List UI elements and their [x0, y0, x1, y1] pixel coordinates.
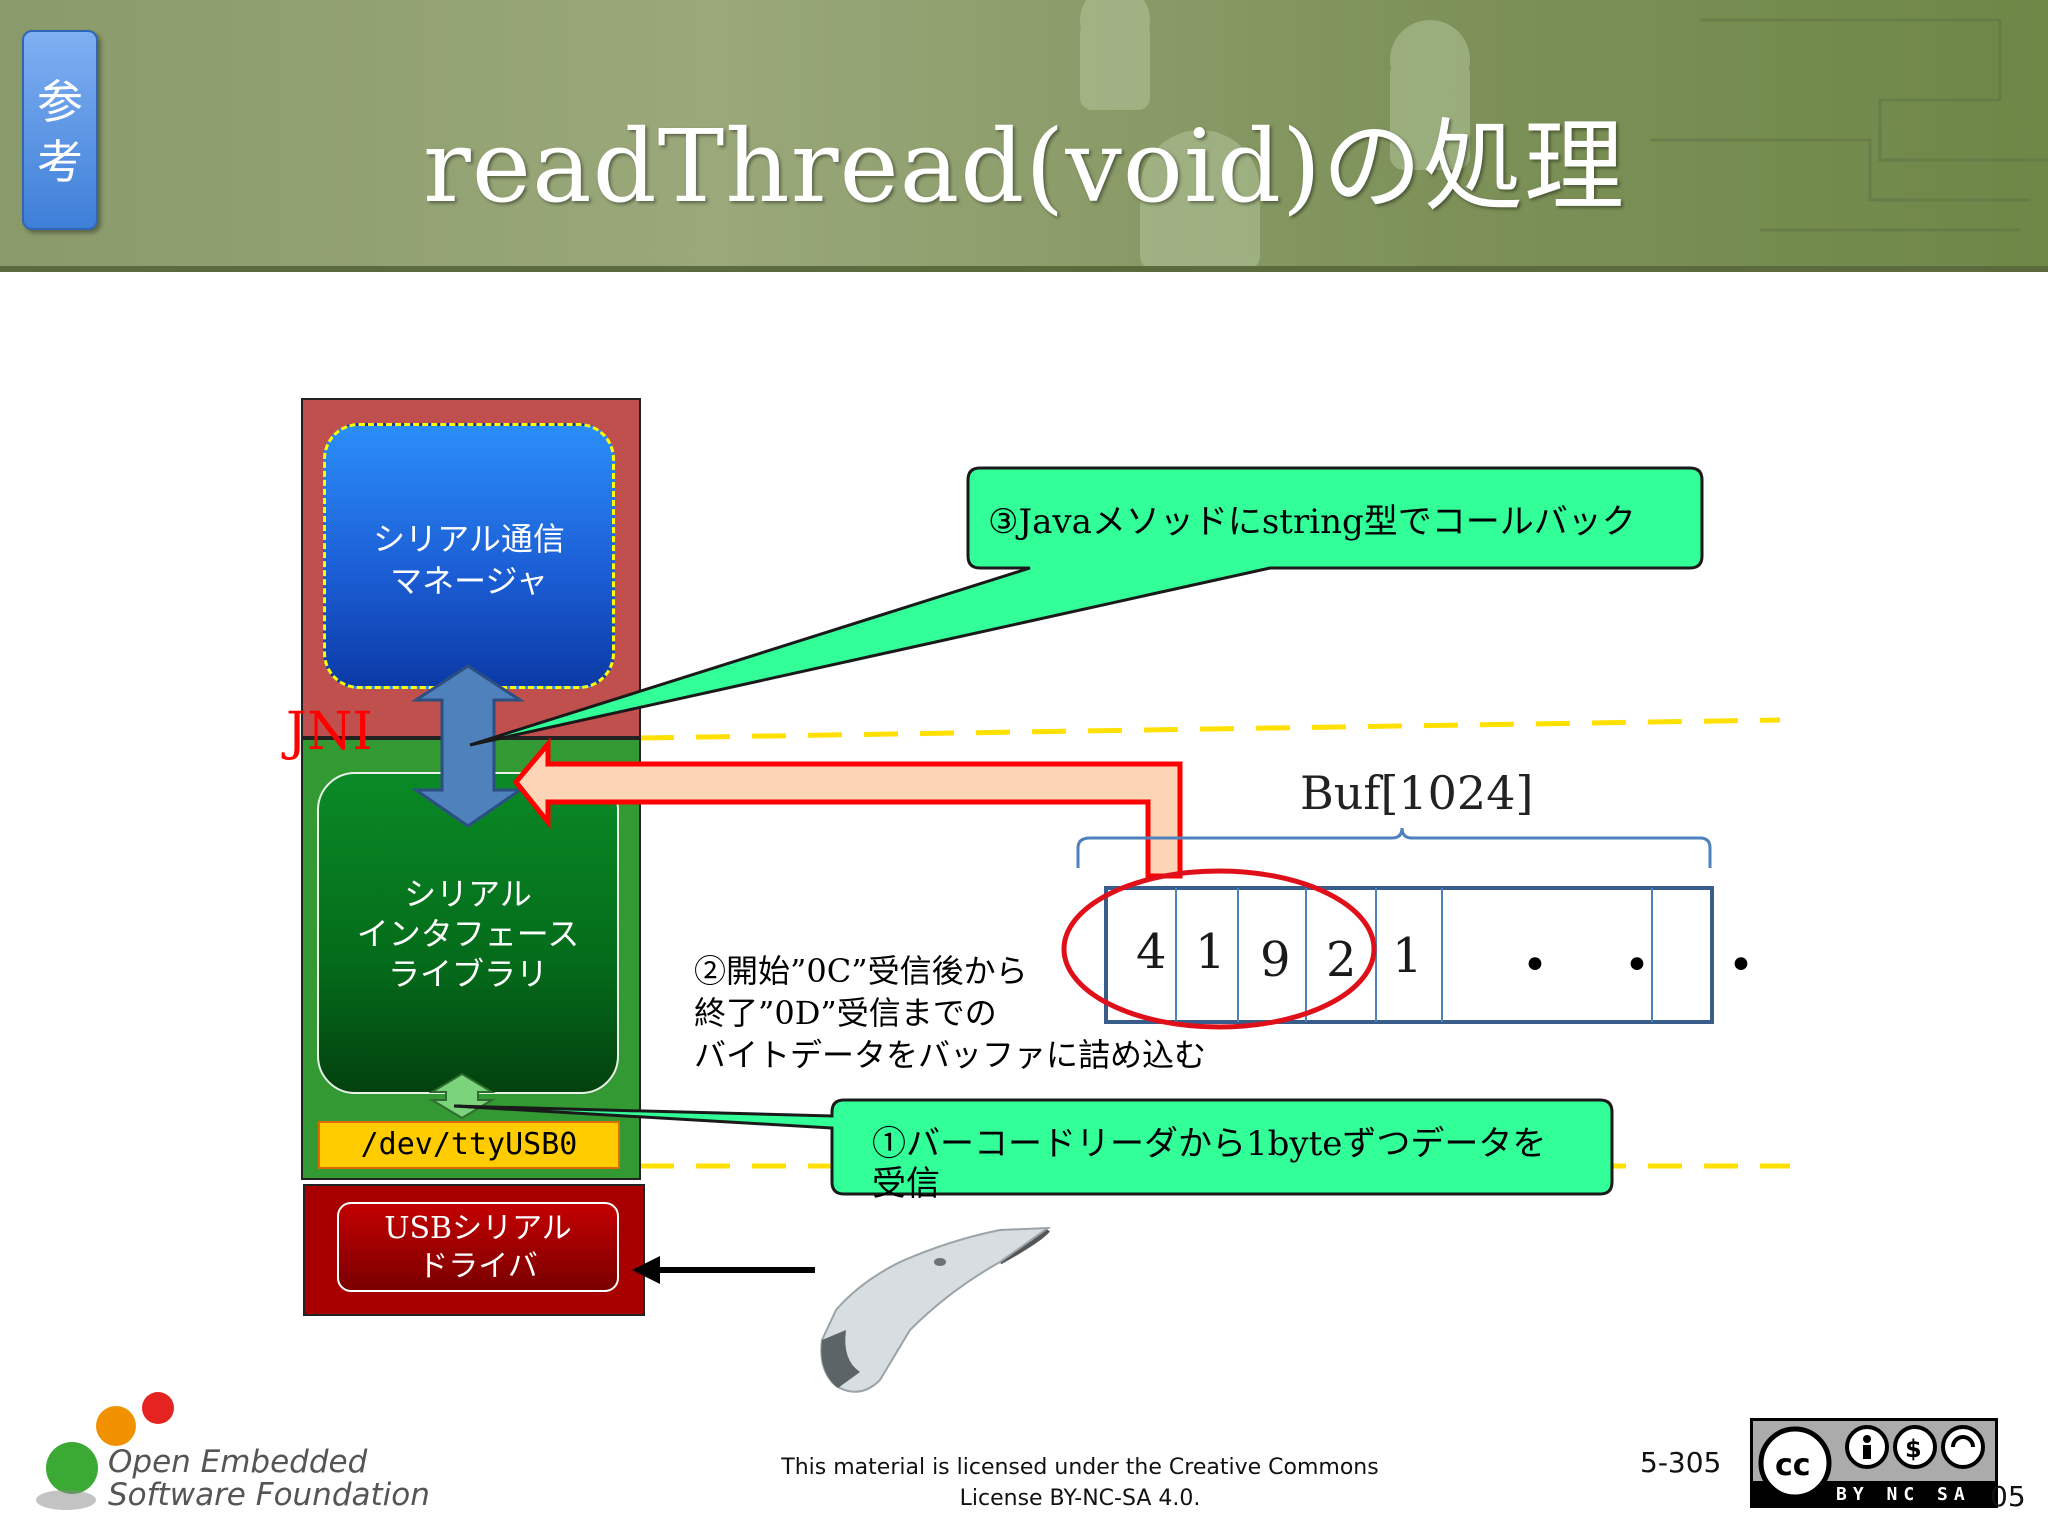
jni-label: JNI [286, 702, 373, 762]
oesf-logo-text: Open Embedded Software Foundation [108, 1444, 430, 1513]
cc-badge-labels: BY NC SA [1836, 1484, 1971, 1505]
buffer-box [1104, 886, 1714, 1024]
page-number: 5-305 [1640, 1446, 1722, 1479]
buffer-cell: 4 [1136, 924, 1167, 980]
buffer-ellipsis-dot: • [1728, 940, 1754, 991]
oesf-logo-icon [36, 1392, 174, 1510]
buffer-cell: 9 [1260, 932, 1291, 988]
tty-device-box: /dev/ttyUSB0 [318, 1121, 620, 1169]
buffer-cell: 1 [1392, 928, 1423, 984]
cc-license-badge: cc $ [1750, 1418, 1998, 1508]
buffer-cell: 1 [1195, 924, 1226, 980]
jni-double-arrow [410, 664, 526, 828]
slide-title: readThread(void)の処理 [422, 108, 1626, 225]
buffer-ellipsis-dot: • [1624, 940, 1650, 991]
callout-step3-text: ③Javaメソッドにstring型でコールバック [988, 502, 1636, 542]
callout-step3-shape [469, 466, 1704, 747]
usb-serial-driver-label: USBシリアル ドライバ [384, 1211, 572, 1284]
svg-text:cc: cc [1775, 1448, 1811, 1483]
step2-description: ②開始”0C”受信後から 終了”0D”受信までの バイトデータをバッファに詰め込… [694, 952, 1207, 1074]
jni-boundary-line [639, 717, 1781, 741]
received-bytes-ellipse [1061, 868, 1377, 1030]
license-notice: This material is licensed under the Crea… [781, 1455, 1379, 1511]
svg-text:$: $ [1905, 1435, 1922, 1463]
serial-library-label: シリアル インタフェース ライブラリ [356, 875, 580, 993]
callout-step1-text: ①バーコードリーダから1byteずつデータを受信 [872, 1124, 1547, 1200]
buffer-cell: 2 [1326, 932, 1357, 988]
barcode-scanner-image [820, 1226, 1052, 1393]
serial-manager-box: シリアル通信 マネージャ [323, 423, 615, 689]
slide-header [0, 0, 2048, 272]
page-number-trailing: 05 [1990, 1480, 2026, 1513]
buffer-ellipsis-dot: • [1522, 940, 1548, 991]
buffer-return-arrow [512, 737, 1183, 879]
tty-double-arrow [428, 1072, 496, 1120]
serial-manager-label: シリアル通信 マネージャ [373, 520, 565, 600]
android-watermark [1080, 0, 2048, 270]
header-divider [0, 266, 2048, 272]
buffer-brace [1076, 827, 1712, 868]
callout-step1-shape [453, 1098, 1614, 1196]
usb-serial-driver-box: USBシリアル ドライバ [337, 1202, 619, 1292]
cc-icons: cc $ [1753, 1421, 1995, 1505]
reference-badge: 参考 [22, 30, 98, 230]
buffer-label: Buf[1024] [1300, 766, 1534, 820]
